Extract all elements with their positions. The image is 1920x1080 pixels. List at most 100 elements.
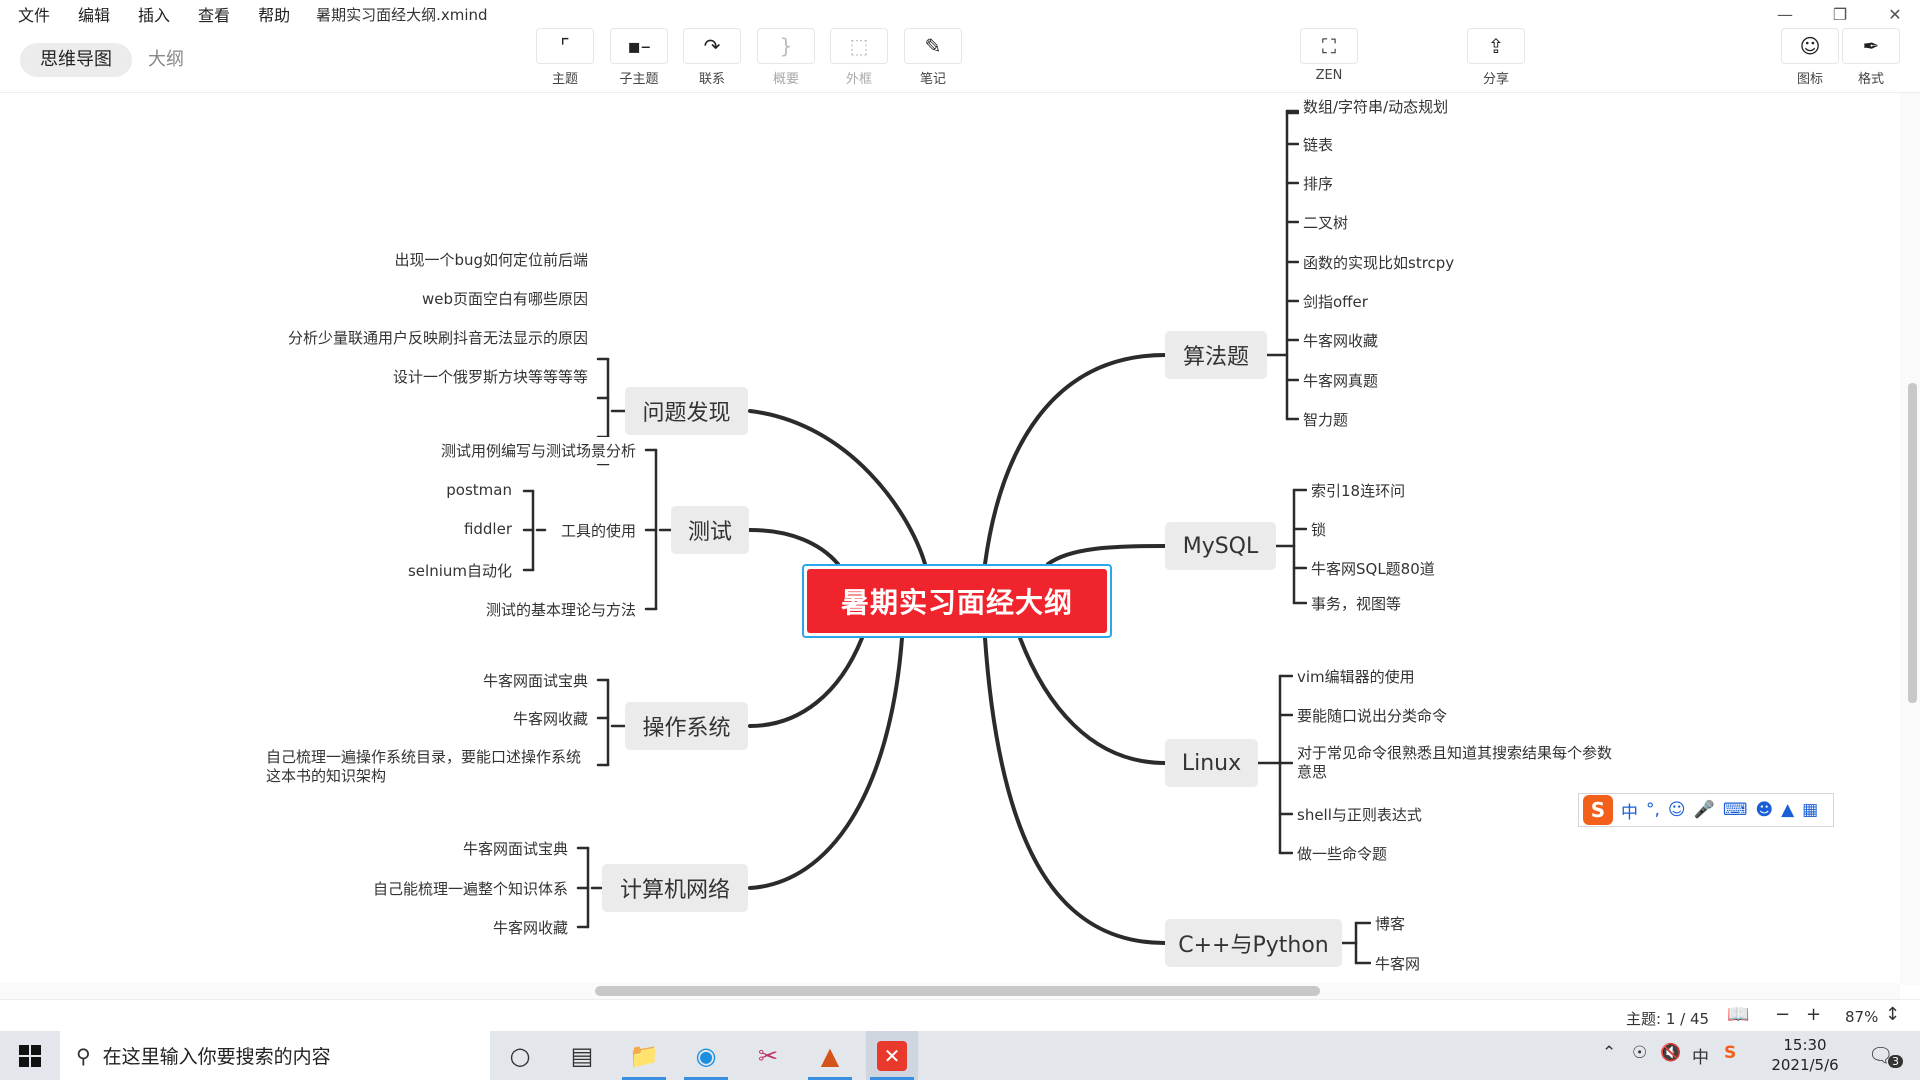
subtopic[interactable]: 牛客网收藏 [1299, 327, 1383, 354]
edge-browser-icon[interactable]: ◉ [680, 1031, 732, 1080]
subtopic-icon: ▪– [610, 28, 668, 64]
subtopic[interactable]: fiddler [459, 517, 516, 541]
cortana-icon[interactable]: ○ [509, 1041, 531, 1070]
subtopic[interactable]: 锁 [1307, 516, 1331, 543]
subtopic[interactable]: 分析少量联通用户反映刷抖音无法显示的原因 [283, 324, 592, 351]
subtopic[interactable]: 事务，视图等 [1307, 590, 1406, 617]
mindmap-canvas[interactable]: 暑期实习面经大纲 问题发现 测试 操作系统 计算机网络 算法题 MySQL Li… [0, 93, 1900, 985]
zoom-level[interactable]: 87% [1845, 1008, 1879, 1026]
summary-button[interactable]: } 概要 [755, 28, 817, 87]
zen-button[interactable]: ⛶ ZEN [1298, 28, 1360, 83]
horizontal-scroll-thumb[interactable] [595, 986, 1320, 996]
vertical-scrollbar[interactable] [1900, 93, 1920, 985]
main-topic-linux[interactable]: Linux [1165, 739, 1258, 787]
subtopic[interactable]: shell与正则表达式 [1293, 801, 1426, 828]
snipping-tool-icon[interactable]: ✂ [757, 1041, 779, 1070]
subtopic[interactable]: 博客 [1371, 910, 1410, 937]
ime-tray-indicator[interactable]: 中 [1692, 1048, 1709, 1068]
skin-icon[interactable]: ▲ [1781, 800, 1795, 820]
file-explorer-icon[interactable]: 📁 [618, 1031, 670, 1080]
menu-view[interactable]: 查看 [198, 6, 231, 25]
minimize-button[interactable]: — [1777, 4, 1793, 24]
main-topic-os[interactable]: 操作系统 [625, 702, 748, 750]
share-button[interactable]: ⇪ 分享 [1465, 28, 1527, 87]
microphone-icon[interactable]: 🎤 [1693, 800, 1715, 820]
main-topic-mysql[interactable]: MySQL [1165, 522, 1276, 570]
chevron-up-icon[interactable]: ⌃ [1602, 1043, 1617, 1063]
menu-help[interactable]: 帮助 [258, 6, 291, 25]
subtopic[interactable]: 剑指offer [1299, 288, 1372, 315]
ime-chinese-mode[interactable]: 中 [1621, 802, 1638, 823]
close-button[interactable]: ✕ [1888, 4, 1902, 24]
subtopic-tools[interactable]: 工具的使用 [556, 517, 640, 544]
subtopic[interactable]: selnium自动化 [403, 557, 516, 584]
relationship-button[interactable]: ↷ 联系 [681, 28, 743, 87]
subtopic-button[interactable]: ▪– 子主题 [608, 28, 670, 87]
subtopic[interactable]: 索引18连环问 [1307, 477, 1410, 504]
toolbox-icon[interactable]: ▦ [1802, 800, 1819, 820]
subtopic[interactable]: 做一些命令题 [1293, 840, 1392, 867]
system-clock[interactable]: 15:30 2021/5/6 [1771, 1036, 1839, 1074]
topic-button[interactable]: ⌜ 主题 [534, 28, 596, 87]
central-topic[interactable]: 暑期实习面经大纲 [802, 564, 1112, 638]
icon-panel-button[interactable]: ☺ 图标 [1779, 28, 1841, 87]
main-topic-problem[interactable]: 问题发现 [625, 387, 748, 435]
subtopic[interactable]: 出现一个bug如何定位前后端 [390, 246, 592, 273]
keyboard-icon[interactable]: ⌨ [1722, 800, 1748, 820]
user-icon[interactable]: ☻ [1755, 800, 1774, 820]
subtopic[interactable]: 排序 [1299, 170, 1338, 197]
subtopic[interactable]: vim编辑器的使用 [1293, 663, 1419, 690]
tab-mindmap[interactable]: 思维导图 [20, 43, 132, 77]
ime-punctuation[interactable]: °, [1646, 800, 1660, 820]
subtopic[interactable]: web页面空白有哪些原因 [417, 285, 592, 312]
subtopic[interactable]: 牛客网收藏 [508, 705, 592, 732]
subtopic[interactable]: 牛客网面试宝典 [458, 835, 572, 862]
map-view-icon[interactable]: 📖 [1727, 1004, 1750, 1025]
subtopic[interactable]: 数组/字符串/动态规划 [1299, 93, 1453, 120]
note-button[interactable]: ✎ 笔记 [902, 28, 964, 87]
taskbar-search[interactable]: ⚲ 在这里输入你要搜索的内容 [60, 1031, 490, 1080]
speaker-muted-icon[interactable]: 🔇 [1660, 1043, 1682, 1063]
zoom-stepper-icon[interactable]: ↕ [1885, 1004, 1901, 1025]
subtopic[interactable]: postman [442, 478, 516, 502]
ime-toolbar[interactable]: S 中 °, ☺ 🎤 ⌨ ☻ ▲ ▦ [1578, 793, 1834, 827]
menu-insert[interactable]: 插入 [138, 6, 171, 25]
menu-edit[interactable]: 编辑 [78, 6, 111, 25]
subtopic[interactable]: 牛客网 [1371, 950, 1425, 977]
subtopic[interactable]: 函数的实现比如strcpy [1299, 249, 1459, 276]
subtopic[interactable]: 设计一个俄罗斯方块等等等等 [388, 363, 592, 390]
subtopic[interactable]: 自己能梳理一遍整个知识体系 [368, 875, 572, 902]
subtopic[interactable]: 牛客网SQL题80道 [1307, 555, 1439, 582]
subtopic[interactable]: 牛客网真题 [1299, 367, 1383, 394]
format-panel-button[interactable]: ✒ 格式 [1840, 28, 1902, 87]
subtopic[interactable]: 智力题 [1299, 406, 1353, 433]
main-topic-network[interactable]: 计算机网络 [602, 864, 748, 912]
subtopic[interactable]: 二叉树 [1299, 209, 1353, 236]
vertical-scroll-thumb[interactable] [1908, 383, 1917, 703]
main-topic-algorithms[interactable]: 算法题 [1165, 331, 1267, 379]
subtopic[interactable]: 对于常见命令很熟悉且知道其搜索结果每个参数意思 [1293, 741, 1623, 785]
matlab-icon[interactable]: ▲ [804, 1031, 856, 1080]
network-icon[interactable]: ☉ [1632, 1043, 1648, 1063]
zoom-out-button[interactable]: − [1775, 1004, 1791, 1025]
maximize-button[interactable]: ❐ [1832, 4, 1848, 24]
subtopic[interactable]: 测试的基本理论与方法 [481, 596, 640, 623]
start-button[interactable] [0, 1031, 60, 1080]
main-topic-testing[interactable]: 测试 [671, 506, 749, 554]
menu-file[interactable]: 文件 [18, 6, 51, 25]
subtopic[interactable]: 要能随口说出分类命令 [1293, 702, 1452, 729]
subtopic[interactable]: 牛客网面试宝典 [478, 667, 592, 694]
zoom-in-button[interactable]: + [1806, 1004, 1822, 1025]
subtopic[interactable]: 测试用例编写与测试场景分析 [436, 437, 640, 464]
xmind-taskbar-icon[interactable]: ✕ [866, 1031, 918, 1080]
emoji-icon[interactable]: ☺ [1667, 800, 1686, 820]
subtopic[interactable]: 牛客网收藏 [488, 914, 572, 941]
subtopic[interactable]: 链表 [1299, 131, 1338, 158]
main-topic-cpp-python[interactable]: C++与Python [1165, 919, 1342, 967]
task-view-icon[interactable]: ▤ [570, 1041, 594, 1070]
horizontal-scrollbar[interactable] [0, 983, 1900, 999]
subtopic[interactable]: 自己梳理一遍操作系统目录，要能口述操作系统这本书的知识架构 [262, 745, 592, 789]
sogou-tray-icon[interactable]: S [1724, 1043, 1737, 1063]
boundary-button[interactable]: ⬚ 外框 [828, 28, 890, 87]
tab-outline[interactable]: 大纲 [148, 49, 184, 70]
